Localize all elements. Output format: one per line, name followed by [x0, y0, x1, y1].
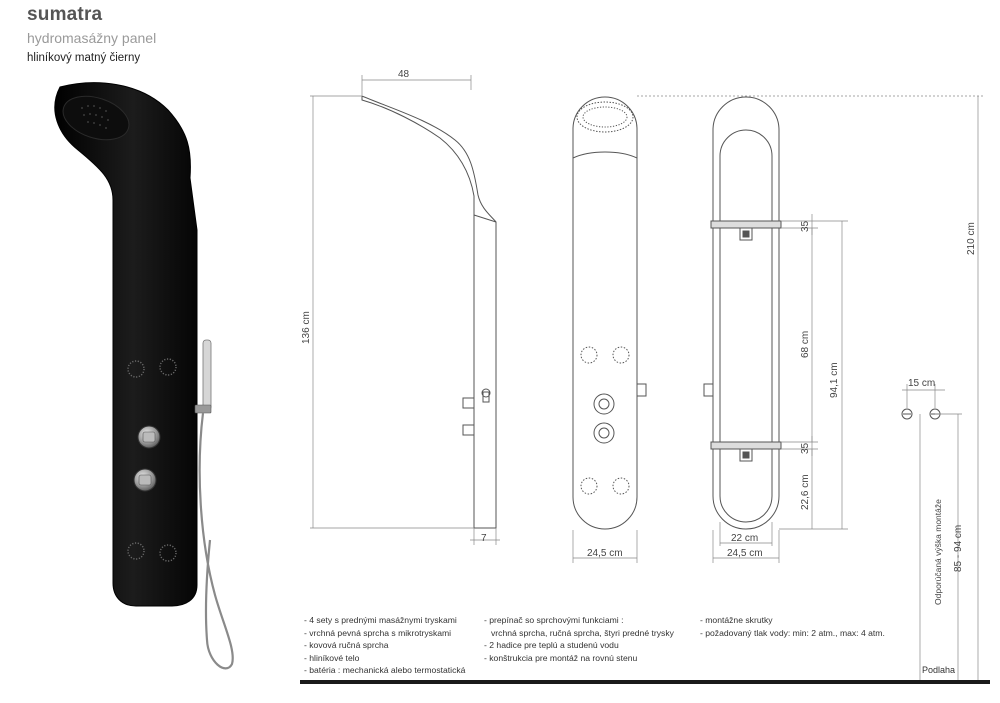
features-column-1: - 4 sety s prednými masážnymi tryskami -…	[304, 614, 465, 677]
dim-front-width: 24,5 cm	[587, 548, 623, 559]
front-diverter	[593, 393, 615, 415]
product-photo	[54, 82, 234, 670]
feature-item: - montážne skrutky	[700, 615, 773, 625]
feature-item: - kovová ručná sprcha	[304, 640, 389, 651]
product-subtitle: hydromasážny panel	[27, 30, 157, 46]
floor-label: Podlaha	[922, 665, 956, 675]
dim-pipe-spacing: 15 cm	[908, 378, 935, 389]
back-view	[703, 96, 782, 530]
back-panel	[712, 96, 780, 530]
water-connections	[901, 408, 941, 420]
feature-item: - 4 sety s prednými masážnymi tryskami	[304, 615, 457, 625]
floor-line	[300, 680, 990, 684]
dim-back-width: 24,5 cm	[727, 548, 763, 559]
product-material: hliníkový matný čierny	[27, 52, 141, 64]
mount-height-range: 85 - 94 cm	[953, 525, 964, 572]
feature-item: - konštrukcia pre montáž na rovnú stenu	[484, 652, 638, 663]
dim-height-left: 136 cm	[301, 311, 312, 344]
dim-bottom-offset: 22,6 cm	[800, 474, 811, 510]
side-profile	[361, 95, 497, 529]
shower-hose	[198, 412, 234, 670]
dim-bracket-spacing: 68 cm	[800, 331, 811, 358]
feature-item: - hliníkové telo	[304, 652, 360, 663]
feature-item: - batéria : mechanická alebo termostatic…	[304, 665, 466, 676]
mount-height-label: Odporúčaná výška montáže	[933, 499, 943, 605]
dim-top-width: 48	[398, 69, 410, 80]
feature-item: - prepínač so sprchovými funkciami :	[484, 615, 624, 625]
feature-item: - 2 hadice pre teplú a studenú vodu	[484, 640, 619, 651]
product-title: sumatra	[27, 4, 103, 25]
massage-jets	[127, 358, 177, 562]
dim-bracket-bottom: 35	[800, 442, 811, 454]
upper-bracket	[710, 220, 782, 229]
features-column-3: - montážne skrutky - požadovaný tlak vod…	[700, 614, 885, 639]
dimension-lines	[310, 75, 983, 680]
hand-shower	[202, 339, 212, 411]
feature-item: - požadovaný tlak vody: min: 2 atm., max…	[700, 627, 885, 638]
front-panel	[572, 96, 638, 530]
lower-bracket	[710, 441, 782, 450]
overhead-shower-head	[62, 95, 130, 141]
front-shower-head	[576, 101, 634, 133]
dim-wall-offset: 7	[481, 533, 487, 544]
rain-nozzles	[81, 105, 109, 129]
features-column-2: - prepínač so sprchovými funkciami : vrc…	[484, 614, 674, 664]
dim-inner-width: 22 cm	[731, 533, 758, 544]
front-mixer	[593, 422, 615, 444]
front-view	[572, 96, 647, 530]
feature-item: vrchná sprcha, ručná sprcha, štyri predn…	[491, 627, 674, 638]
side-view	[361, 95, 497, 529]
panel-body	[54, 82, 198, 607]
feature-item: - vrchná pevná sprcha s mikrotryskami	[304, 627, 452, 638]
dim-bracket-top: 35	[800, 220, 811, 232]
dim-total-height: 210 cm	[966, 222, 977, 255]
dim-bracket-span: 94,1 cm	[829, 362, 840, 398]
